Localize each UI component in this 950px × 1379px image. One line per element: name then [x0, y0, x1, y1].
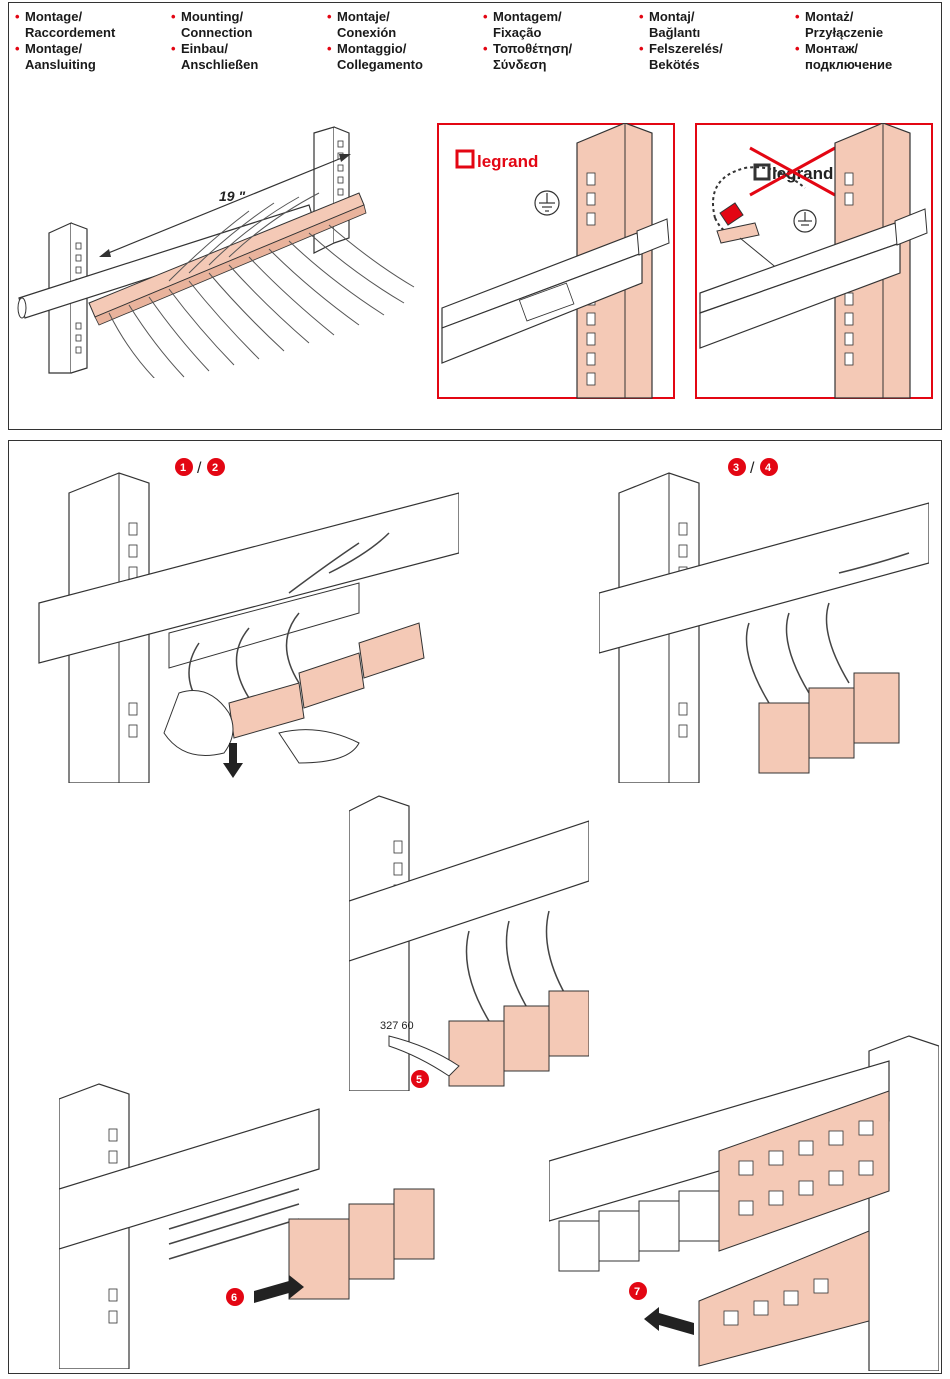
legrand-logo: legrand [477, 152, 538, 171]
step-slash-1-2: / [197, 460, 202, 477]
title-fr: Montage/ [25, 9, 83, 24]
title-en-2: Connection [181, 25, 253, 40]
step-badge-7: 7 [634, 1286, 640, 1298]
step-badge-2: 2 [212, 462, 218, 474]
title-pl: Montaż/ [805, 9, 854, 24]
title-hu: Felszerelés/ [649, 41, 723, 56]
step-badge-4: 4 [765, 462, 772, 474]
step-badge-5: 5 [416, 1074, 422, 1086]
step-1-2-illustration: 1 / 2 [38, 458, 459, 783]
title-es-2: Conexión [337, 25, 397, 40]
step-6-illustration: 6 [59, 1083, 435, 1369]
step-5-illustration: 327 60 5 [349, 795, 589, 1091]
size-label-19in: 19 " [219, 188, 245, 204]
top-panel: Montage/Raccordement Montage/Aansluiting… [8, 2, 942, 430]
title-de: Einbau/ [181, 41, 228, 56]
step-slash-3-4: / [750, 460, 755, 477]
step-badge-1: 1 [180, 462, 186, 474]
lang-col-fr-nl: Montage/Raccordement Montage/Aansluiting [15, 9, 115, 73]
title-de-2: Anschließen [181, 57, 259, 72]
title-it: Montaggio/ [337, 41, 407, 56]
title-gr: Τοποθέτηση/ [493, 41, 573, 56]
lang-col-pl-ru: Montaż/Przyłączenie Монтаж/подключение [795, 9, 892, 73]
lang-col-pt-gr: Montagem/Fixação Τοποθέτηση/Σύνδεση [483, 9, 572, 73]
lang-col-tr-hu: Montaj/Bağlantı Felszerelés/Bekötés [639, 9, 723, 73]
title-pl-2: Przyłączenie [805, 25, 884, 40]
title-it-2: Collegamento [337, 57, 423, 72]
step-3-4-illustration: 3 / 4 [599, 458, 929, 783]
ground-detail-other: legrand [695, 123, 933, 399]
title-hu-2: Bekötés [649, 57, 700, 72]
tool-reference: 327 60 [380, 1020, 414, 1032]
title-tr: Montaj/ [649, 9, 695, 24]
title-en: Mounting/ [181, 9, 244, 24]
title-fr-2: Raccordement [25, 25, 116, 40]
lang-col-en-de: Mounting/Connection Einbau/Anschließen [171, 9, 258, 73]
title-ru-2: подключение [805, 57, 893, 72]
title-nl: Montage/ [25, 41, 83, 56]
lang-col-es-it: Montaje/Conexión Montaggio/Collegamento [327, 9, 423, 73]
title-pt: Montagem/ [493, 9, 562, 24]
title-tr-2: Bağlantı [649, 25, 701, 40]
ground-detail-ok: legrand [437, 123, 675, 399]
bottom-panel: 1 / 2 [8, 440, 942, 1374]
step-7-illustration: 7 [549, 1035, 939, 1371]
title-nl-2: Aansluiting [25, 57, 96, 72]
step-badge-3: 3 [733, 462, 739, 474]
rack-overview-illustration: 19 " [17, 126, 415, 378]
title-gr-2: Σύνδεση [493, 57, 547, 72]
step-badge-6: 6 [231, 1292, 237, 1304]
title-ru: Монтаж/ [805, 41, 859, 56]
title-pt-2: Fixação [493, 25, 542, 40]
title-es: Montaje/ [337, 9, 390, 24]
